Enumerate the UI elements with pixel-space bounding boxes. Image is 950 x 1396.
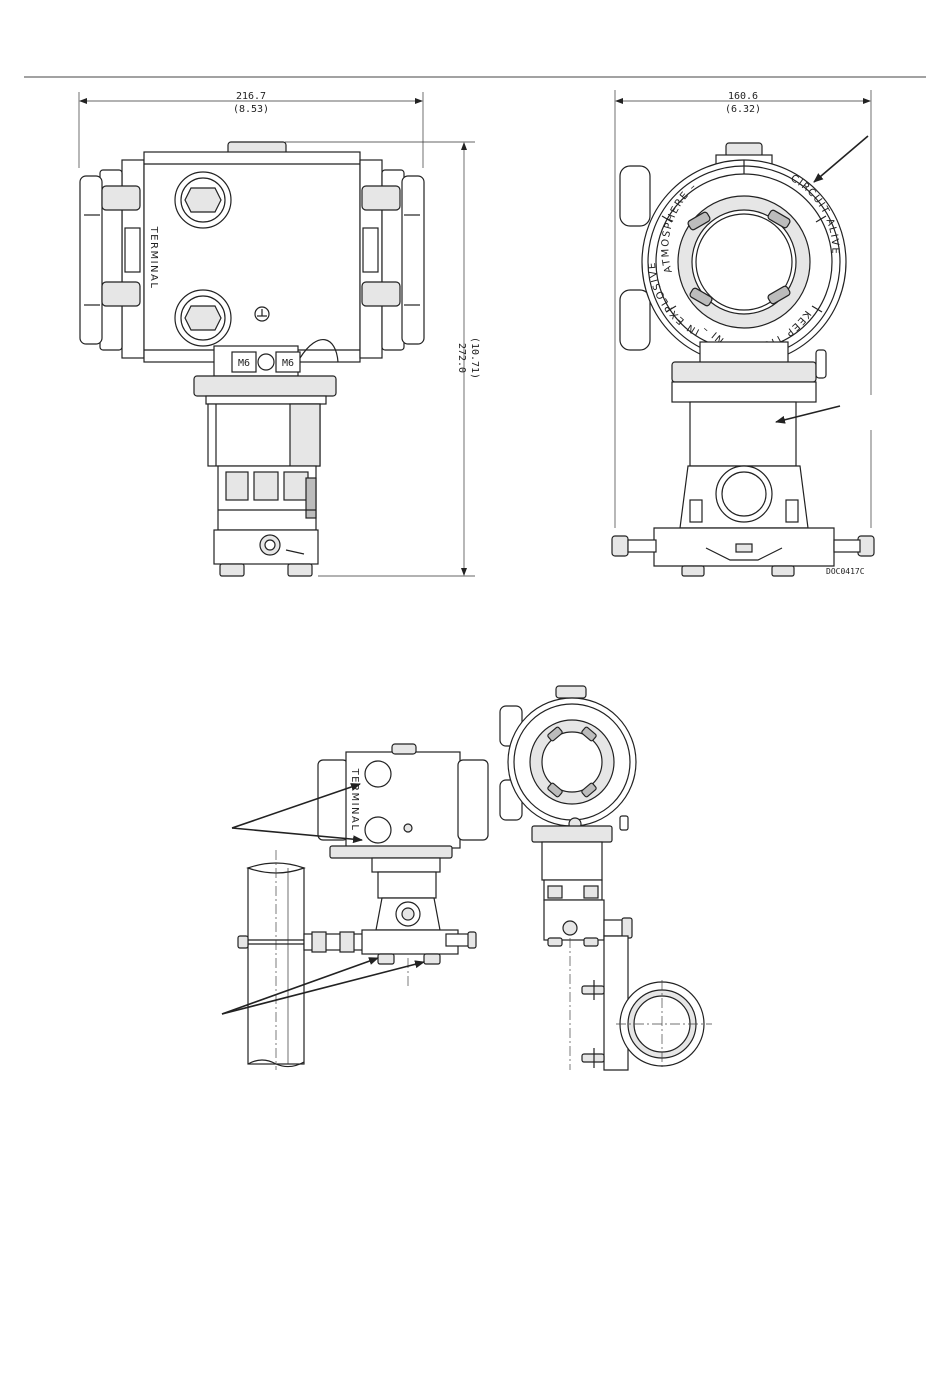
side-terminal-label: TERMINAL (148, 226, 159, 290)
side-screw-left: M6 (238, 358, 250, 369)
side-height-mm: 272.0 (456, 343, 467, 373)
front-width-in: (6.32) (725, 104, 761, 115)
mount-terminal-label: TERMINAL (349, 768, 360, 832)
side-view: 216.7 (8.53) 272.0 (10.71) (79, 91, 480, 576)
side-height-in: (10.71) (469, 337, 480, 379)
doc-code: DOC0417C (826, 567, 865, 576)
side-width-in: (8.53) (233, 104, 269, 115)
mounting-view: TERMINAL (222, 686, 712, 1070)
side-screw-right: M6 (282, 358, 294, 369)
side-width-mm: 216.7 (236, 91, 266, 102)
front-width-mm: 160.6 (728, 91, 758, 102)
